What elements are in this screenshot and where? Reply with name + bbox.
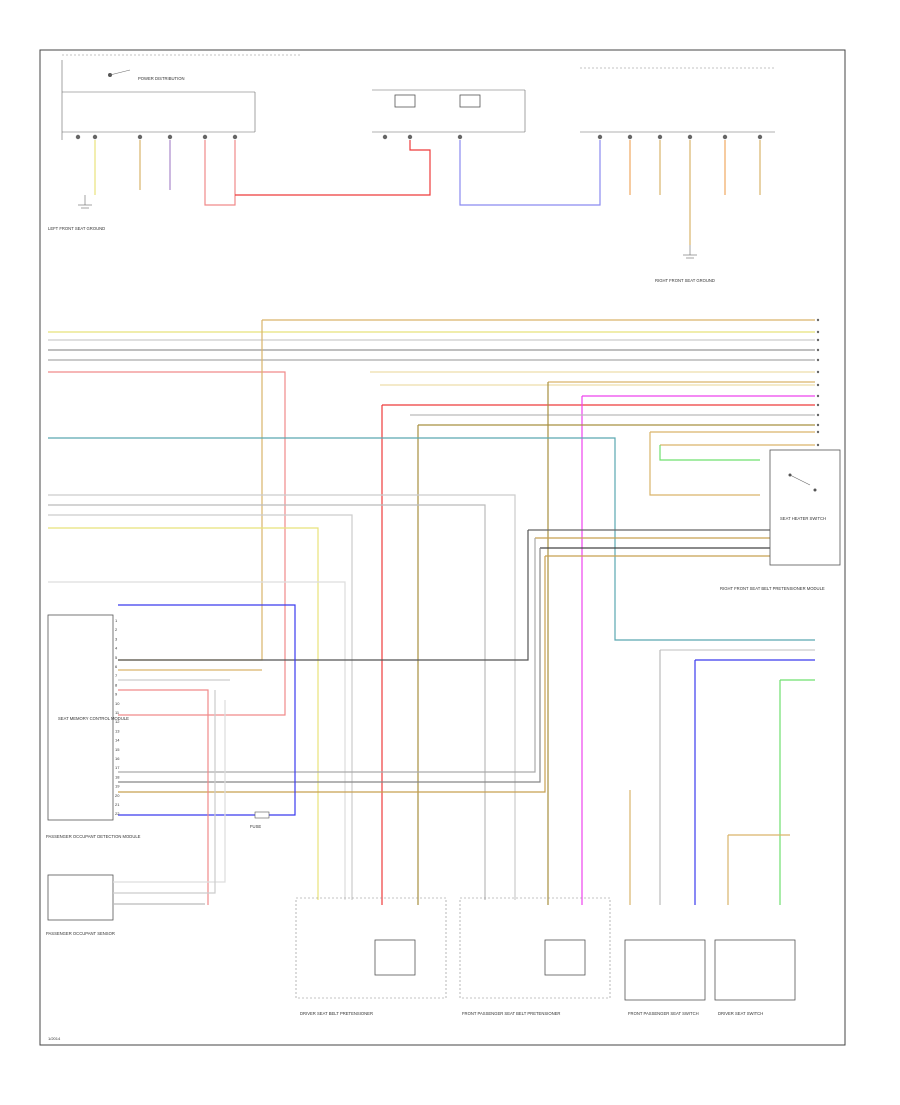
front-passenger-switch-group: FRONT PASSENGER SEAT SWITCH	[624, 939, 706, 1016]
pin-label: 12	[115, 719, 120, 724]
passenger-pretensioner-group: FRONT PASSENGER SEAT BELT PRETENSIONER	[459, 897, 611, 1016]
pin-label: 10	[115, 701, 120, 706]
pin-label: 15	[115, 747, 120, 752]
ground-left-icon	[78, 195, 92, 209]
pin-label: 18	[115, 774, 120, 779]
diagram-frame	[39, 49, 846, 1046]
right-module-caption: RIGHT FRONT SEAT BELT PRETENSIONER MODUL…	[720, 586, 825, 591]
pin-label: 21	[115, 802, 120, 807]
ground-right-icon	[683, 245, 697, 259]
pin-label: 20	[115, 793, 120, 798]
pin-label: 16	[115, 756, 120, 761]
pin-label: 8	[115, 682, 118, 687]
driver-switch-group: DRIVER SEAT SWITCH	[714, 939, 796, 1016]
pin-label: 19	[115, 784, 120, 789]
seat-memory-control-module: SEAT MEMORY CONTROL MODULE 1234567891011…	[47, 614, 129, 821]
pin-label: 17	[115, 765, 120, 770]
bottom-r1-caption: FRONT PASSENGER SEAT SWITCH	[628, 1011, 699, 1016]
harness-buses	[48, 319, 815, 905]
occupant-sensor-caption: PASSENGER OCCUPANT SENSOR	[46, 931, 115, 936]
top-connector-pins	[75, 134, 763, 140]
pin-label: 1	[115, 618, 118, 623]
control-module-caption: SEAT MEMORY CONTROL MODULE	[58, 716, 129, 721]
footer-code: 1/2014	[48, 1036, 61, 1041]
fuse-caption: FUSE	[250, 824, 261, 829]
pin-label: 7	[115, 673, 118, 678]
bottom-left-caption: DRIVER SEAT BELT PRETENSIONER	[300, 1011, 373, 1016]
pin-label: 2	[115, 627, 118, 632]
power-caption: POWER DISTRIBUTION	[138, 76, 185, 81]
bottom-r2-caption: DRIVER SEAT SWITCH	[718, 1011, 763, 1016]
ground-right-caption: RIGHT FRONT SEAT GROUND	[655, 278, 715, 283]
pin-label: 9	[115, 692, 118, 697]
pin-label: 5	[115, 655, 118, 660]
bottom-mid-caption: FRONT PASSENGER SEAT BELT PRETENSIONER	[462, 1011, 560, 1016]
occupant-sensor-module	[47, 690, 226, 921]
occupant-detection-caption: PASSENGER OCCUPANT DETECTION MODULE	[46, 834, 141, 839]
pin-label: 22	[115, 811, 120, 816]
ground-left-caption: LEFT FRONT SEAT GROUND	[48, 226, 105, 231]
switch-right-caption: SEAT HEATER SWITCH	[780, 516, 826, 521]
driver-pretensioner-group: DRIVER SEAT BELT PRETENSIONER	[295, 897, 447, 1016]
pin-label: 14	[115, 738, 120, 743]
fuse-icon	[254, 811, 270, 819]
pin-label: 3	[115, 636, 118, 641]
pin-label: 11	[115, 710, 120, 715]
pin-label: 6	[115, 664, 118, 669]
right-pin-ticks	[816, 318, 820, 447]
seat-heater-switch-module: SEAT HEATER SWITCH	[769, 449, 841, 566]
pin-label: 4	[115, 646, 118, 651]
pin-label: 13	[115, 728, 120, 733]
top-power-section: POWER DISTRIBUTION	[48, 54, 775, 283]
